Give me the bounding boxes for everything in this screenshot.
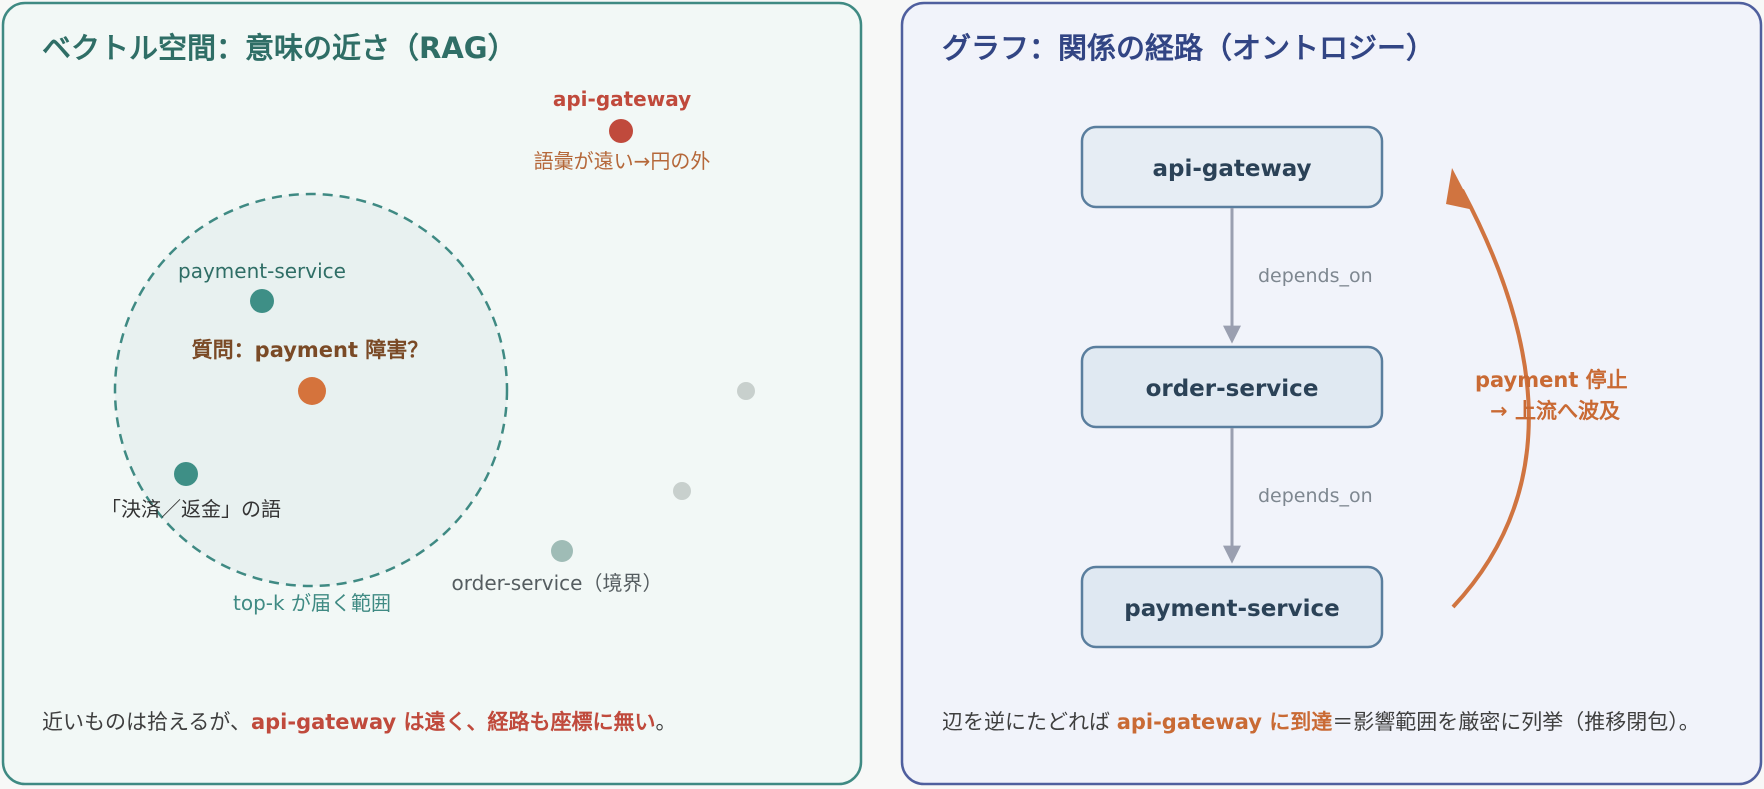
- node-api-gateway-box: [1080, 125, 1384, 209]
- graph-panel: グラフ：関係の経路（オントロジー） api-gateway order-serv…: [900, 1, 1763, 786]
- point-payment-label: payment-service: [178, 259, 346, 283]
- far-point-label: api-gateway: [553, 87, 691, 111]
- propagation-arrow: [1451, 189, 1531, 609]
- propagation-label-line2: → 上流へ波及: [1490, 399, 1621, 423]
- edge-label-2: depends_on: [1258, 485, 1373, 507]
- far-point-api-gateway: [609, 119, 633, 143]
- point-payment-service: [250, 289, 274, 313]
- graph-footer-plain: 辺を逆にたどれば: [942, 710, 1117, 734]
- point-terms: [174, 462, 198, 486]
- query-label: 質問：payment 障害？: [192, 338, 429, 362]
- graph-panel-title: グラフ：関係の経路（オントロジー）: [942, 31, 1435, 65]
- vector-footer-highlight: api-gateway は遠く、経路も座標に無い: [251, 710, 656, 734]
- topk-circle-label: top-k が届く範囲: [233, 591, 391, 615]
- far-point-note: 語彙が遠い→円の外: [534, 149, 711, 173]
- vector-footer-end: 。: [655, 710, 676, 734]
- vector-panel-title: ベクトル空間：意味の近さ（RAG）: [42, 31, 517, 65]
- edge-label-1: depends_on: [1258, 265, 1373, 287]
- propagation-arrow-head: [1446, 168, 1474, 210]
- boundary-point-label: order-service（境界）: [452, 571, 663, 595]
- vector-panel-footer: 近いものは拾えるが、api-gateway は遠く、経路も座標に無い。: [42, 710, 676, 734]
- node-payment-service-label: payment-service: [1124, 596, 1340, 622]
- point-far-gray-2: [673, 482, 691, 500]
- propagation-label: payment 停止 → 上流へ波及: [1475, 368, 1635, 423]
- node-order-service-box: [1080, 345, 1384, 429]
- graph-footer-end: ＝影響範囲を厳密に列挙（推移閉包）。: [1332, 710, 1700, 734]
- node-order-service-label: order-service: [1146, 376, 1319, 402]
- node-api-gateway-label: api-gateway: [1152, 156, 1311, 182]
- vector-footer-plain: 近いものは拾えるが、: [42, 710, 251, 734]
- graph-footer-highlight: api-gateway に到達: [1117, 710, 1333, 734]
- point-far-gray-1: [737, 382, 755, 400]
- vector-panel: ベクトル空間：意味の近さ（RAG） api-gateway 語彙が遠い→円の外 …: [1, 1, 863, 786]
- propagation-label-line1: payment 停止: [1475, 368, 1628, 392]
- node-payment-service-box: [1080, 565, 1384, 649]
- graph-panel-footer: 辺を逆にたどれば api-gateway に到達＝影響範囲を厳密に列挙（推移閉包…: [942, 710, 1700, 734]
- point-order-service: [551, 540, 573, 562]
- query-point: [298, 377, 326, 405]
- point-terms-label: 「決済／返金」の語: [101, 497, 281, 521]
